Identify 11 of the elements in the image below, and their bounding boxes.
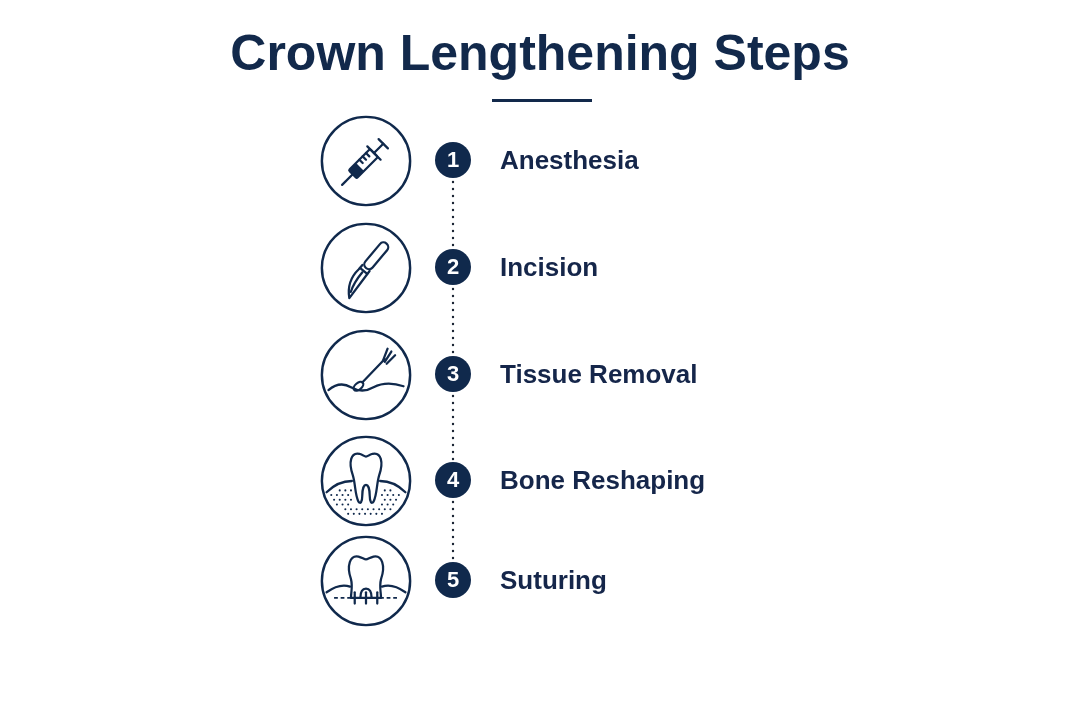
- step-number: 2: [435, 249, 471, 285]
- step-number: 3: [435, 356, 471, 392]
- step-label: Bone Reshaping: [500, 465, 706, 495]
- step-number: 5: [435, 562, 471, 598]
- step-number: 4: [435, 462, 471, 498]
- step-number: 1: [435, 142, 471, 178]
- step-label: Tissue Removal: [500, 359, 698, 389]
- step-label: Anesthesia: [500, 145, 639, 175]
- title: Crown Lengthening Steps: [230, 24, 850, 82]
- step-label: Suturing: [500, 565, 607, 595]
- step-label: Incision: [500, 252, 599, 282]
